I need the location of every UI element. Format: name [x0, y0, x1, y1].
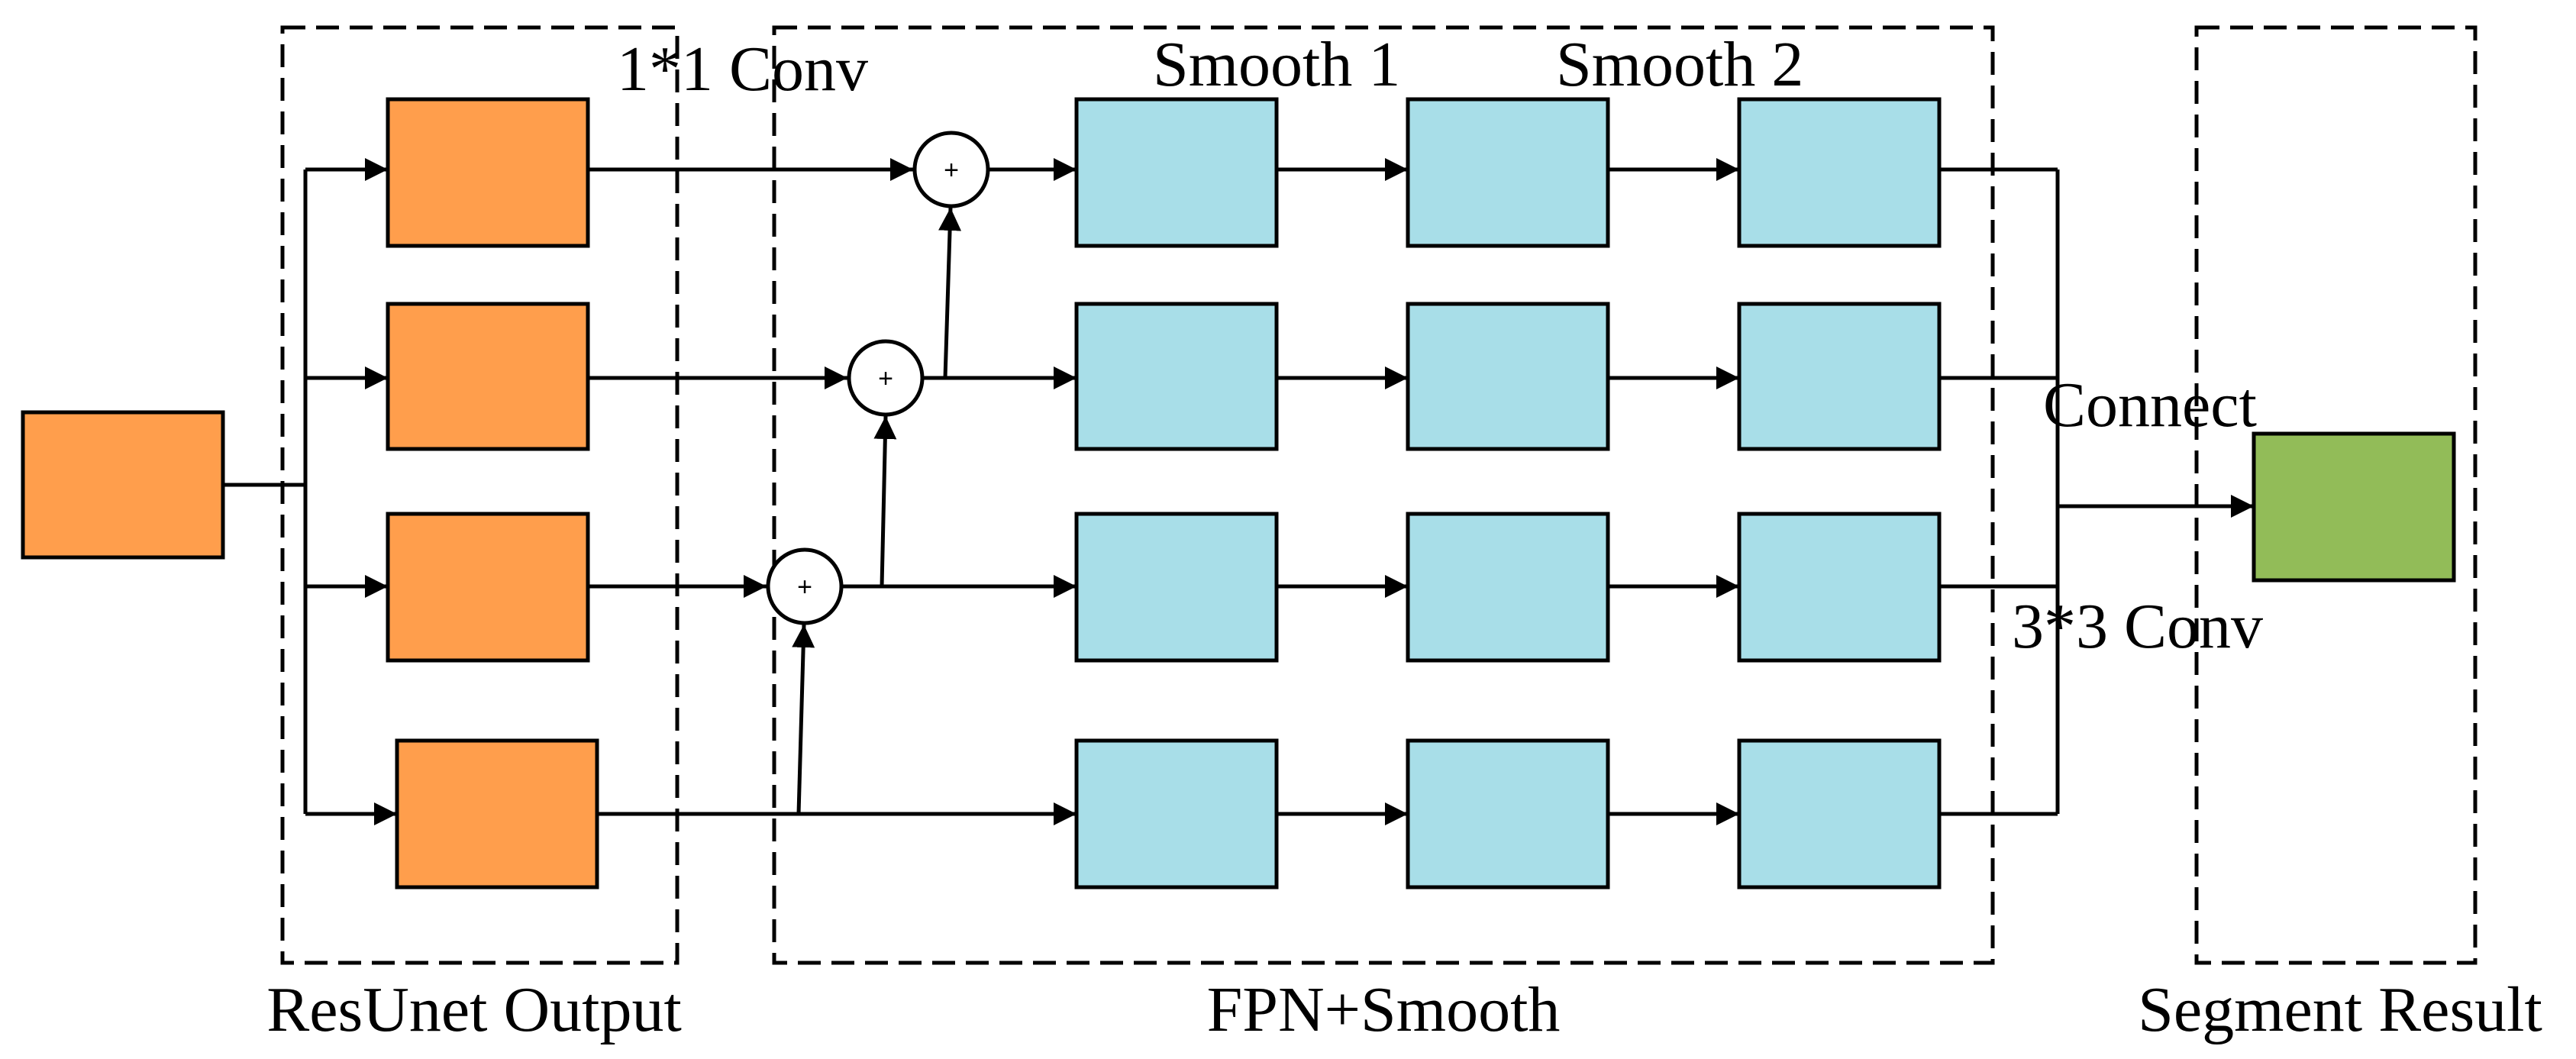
conv3x3-label: 3*3 Conv [2012, 591, 2263, 662]
add-node-2: + [847, 339, 925, 417]
resunet-output-label: ResUnet Output [266, 974, 682, 1045]
smooth2-label: Smooth 2 [1556, 29, 1803, 100]
fpn-smooth-label: FPN+Smooth [1207, 974, 1561, 1045]
add-symbol: + [944, 156, 959, 185]
smooth1-block-r2 [1406, 302, 1610, 451]
input-branch-lines [223, 158, 397, 825]
smooth2-block-r2 [1737, 302, 1942, 451]
fpn-blocks [1074, 97, 1942, 889]
connect-lines [1939, 167, 2254, 816]
smooth1-block-r4 [1406, 738, 1610, 889]
resunet-block-3 [386, 512, 590, 663]
fpn-block-r1-c1 [1074, 97, 1279, 248]
smooth2-block-r1 [1737, 97, 1942, 248]
add-node-3: + [766, 547, 844, 625]
segment-result-label: Segment Result [2138, 974, 2542, 1045]
add-symbol: + [797, 573, 812, 602]
fpn-block-r3-c1 [1074, 512, 1279, 663]
resunet-block-1 [386, 97, 590, 248]
fpn-block-r2-c1 [1074, 302, 1279, 451]
smooth-arrows [1277, 158, 1739, 825]
add-symbol: + [878, 364, 893, 393]
segment-result-group [2194, 25, 2478, 965]
smooth1-label: Smooth 1 [1153, 29, 1400, 100]
fpn-smooth-group [772, 25, 1995, 965]
smooth2-block-r4 [1737, 738, 1942, 889]
fpn-block-r4-c1 [1074, 738, 1279, 889]
resunet-output-group [280, 25, 680, 965]
input-block [21, 410, 225, 560]
resunet-block-4 [395, 738, 599, 889]
resunet-block-2 [386, 302, 590, 451]
smooth2-block-r3 [1737, 512, 1942, 663]
segment-result-block [2252, 431, 2456, 583]
add-node-1: + [912, 131, 990, 208]
smooth1-block-r3 [1406, 512, 1610, 663]
fpn-connection-lines [588, 158, 1077, 825]
smooth1-block-r1 [1406, 97, 1610, 248]
conv1x1-label: 1*1 Conv [617, 34, 868, 105]
connect-label: Connect [2043, 370, 2257, 441]
